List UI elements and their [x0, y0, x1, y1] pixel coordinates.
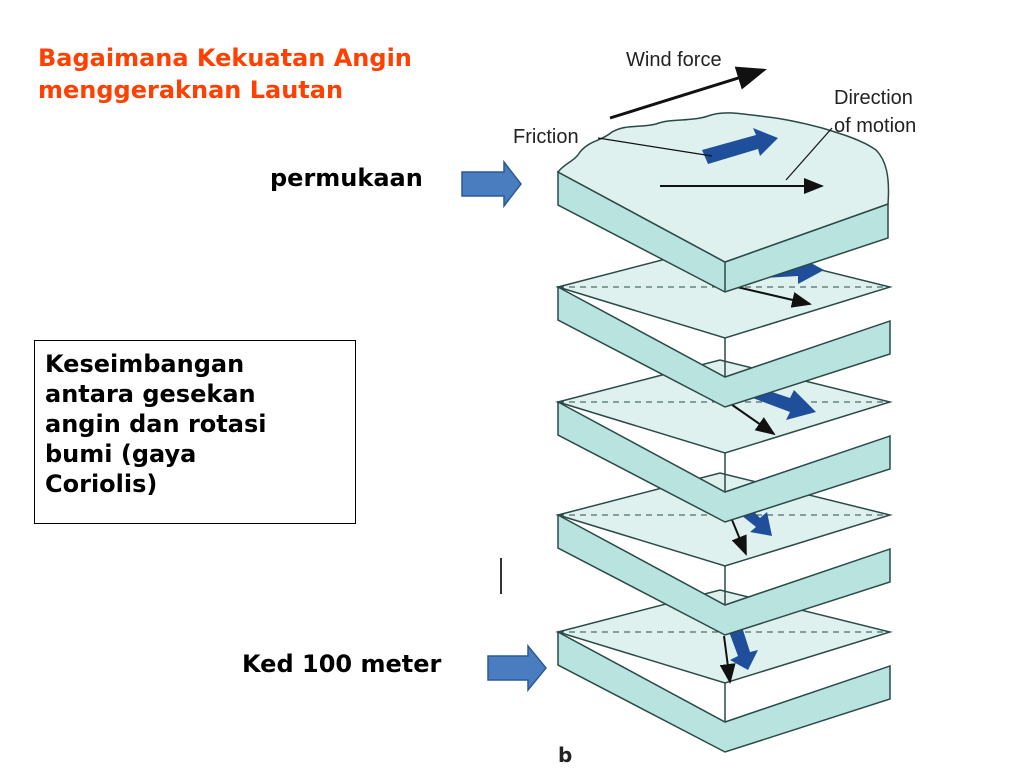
slide-title: Bagaimana Kekuatan Angin menggeraknan La… — [38, 42, 498, 106]
balance-line-4: bumi (gaya — [45, 440, 197, 468]
surface-label: permukaan — [270, 164, 423, 192]
depth-pointer-arrow — [487, 643, 547, 693]
direction-label-line-2: of motion — [834, 115, 916, 137]
direction-label-line-1: Direction — [834, 87, 913, 109]
motion-arrow-3 — [727, 401, 776, 436]
balance-text-box: Keseimbangan antara gesekan angin dan ro… — [34, 340, 356, 524]
water-layer-5 — [555, 589, 893, 753]
wind-force-arrow — [609, 66, 767, 120]
force-arrow-1 — [702, 128, 778, 164]
surface-pointer-arrow — [461, 159, 522, 209]
direction-leader — [785, 127, 833, 181]
motion-arrow-4 — [729, 514, 747, 556]
balance-line-2: antara gesekan — [45, 380, 256, 408]
wind-force-label: Wind force — [626, 49, 722, 71]
depth-label: Ked 100 meter — [242, 650, 442, 678]
friction-leader — [597, 137, 713, 157]
title-line-2: menggeraknan Lautan — [38, 76, 344, 104]
friction-label: Friction — [513, 126, 579, 148]
balance-line-1: Keseimbangan — [45, 350, 245, 378]
balance-line-3: angin dan rotasi — [45, 410, 267, 438]
balance-line-5: Coriolis) — [45, 470, 158, 498]
panel-letter: b — [558, 743, 572, 767]
motion-arrow-5 — [719, 635, 736, 684]
title-line-1: Bagaimana Kekuatan Angin — [38, 44, 412, 72]
water-layer-surface — [556, 112, 890, 293]
